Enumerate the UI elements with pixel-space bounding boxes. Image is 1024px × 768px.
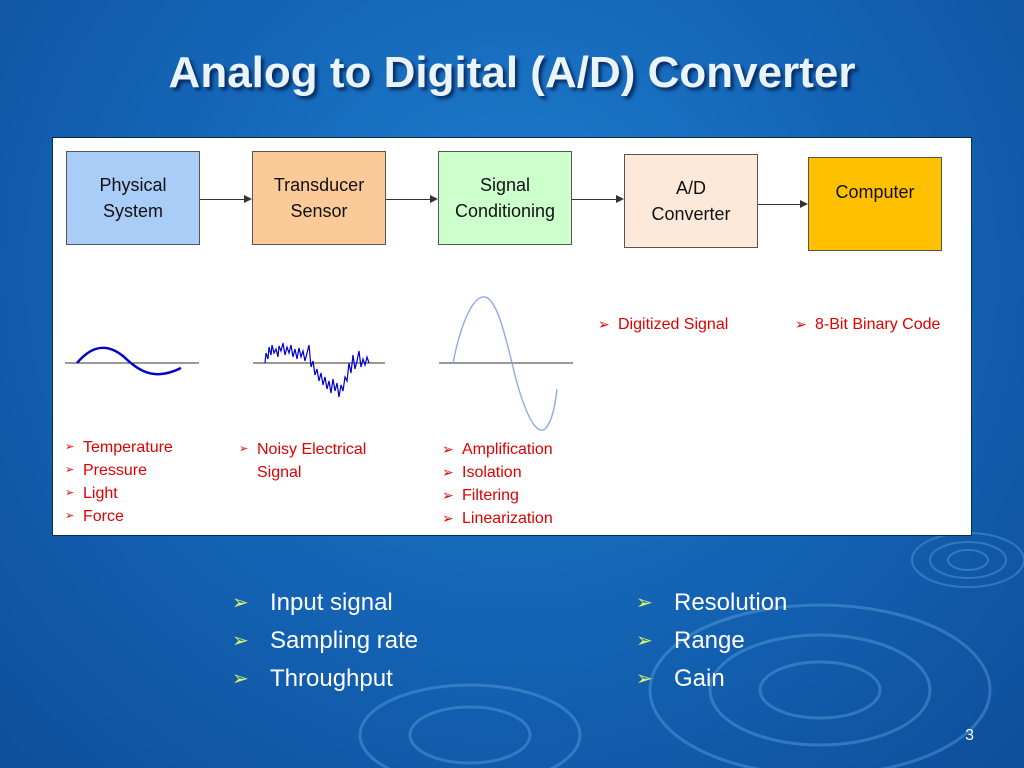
arrow-2-line (386, 199, 430, 200)
transducer-line2: Sensor (290, 201, 348, 221)
left-bullet-list: Input signal Sampling rate Throughput (232, 584, 418, 698)
noisy-signal-graphic (253, 342, 385, 398)
physical-parameters-list: Temperature Pressure Light Force (63, 436, 173, 528)
bullet-range: Range (636, 622, 787, 660)
bullet-gain: Gain (636, 660, 787, 698)
conditioning-item-linearization: Linearization (442, 507, 553, 530)
signal-conditioning-line2: Conditioning (454, 201, 556, 221)
physical-system-block: Physical System (66, 151, 200, 245)
computer-output-note: 8-Bit Binary Code (795, 313, 940, 336)
amplified-sine-graphic (439, 296, 573, 431)
ad-converter-line1: A/D (675, 177, 706, 198)
arrow-3-line (572, 199, 616, 200)
bullet-throughput: Throughput (232, 660, 418, 698)
right-bullet-list: Resolution Range Gain (636, 584, 787, 698)
conditioning-item-isolation: Isolation (442, 461, 553, 484)
computer-block: Computer (808, 157, 942, 251)
transducer-sensor-block: Transducer Sensor (252, 151, 386, 245)
physical-item-force: Force (63, 505, 173, 528)
transducer-item-noisy: Noisy Electrical (237, 438, 366, 461)
computer-note-binary: 8-Bit Binary Code (795, 313, 940, 336)
bullet-input-signal: Input signal (232, 584, 418, 622)
arrow-1-head (244, 195, 252, 203)
page-number: 3 (965, 727, 974, 744)
conditioning-item-filtering: Filtering (442, 484, 553, 507)
physical-item-temperature: Temperature (63, 436, 173, 459)
ad-output-note: Digitized Signal (598, 313, 728, 336)
ad-note-digitized: Digitized Signal (598, 313, 728, 336)
physical-system-line1: Physical (99, 174, 167, 195)
physical-system-line2: System (102, 201, 163, 221)
computer-label: Computer (835, 181, 915, 202)
conditioning-item-amplification: Amplification (442, 438, 553, 461)
arrow-3-head (616, 195, 624, 203)
transducer-line1: Transducer (273, 174, 365, 195)
sine-wave-graphic (65, 346, 199, 376)
conditioning-functions-list: Amplification Isolation Filtering Linear… (442, 438, 553, 530)
arrow-4-head (800, 200, 808, 208)
arrow-1-line (200, 199, 244, 200)
transducer-output-list: Noisy Electrical Signal (237, 438, 366, 484)
transducer-item-signal: Signal (257, 464, 302, 481)
arrow-4-line (758, 204, 800, 205)
signal-conditioning-line1: Signal (479, 174, 531, 195)
bullet-resolution: Resolution (636, 584, 787, 622)
bullet-sampling-rate: Sampling rate (232, 622, 418, 660)
ad-converter-line2: Converter (651, 204, 731, 224)
physical-item-light: Light (63, 482, 173, 505)
signal-conditioning-block: Signal Conditioning (438, 151, 572, 245)
ad-converter-block: A/D Converter (624, 154, 758, 248)
arrow-2-head (430, 195, 438, 203)
physical-item-pressure: Pressure (63, 459, 173, 482)
slide-title: Analog to Digital (A/D) Converter (168, 48, 856, 97)
diagram-panel: Physical System Transducer Sensor Signal… (52, 137, 972, 536)
